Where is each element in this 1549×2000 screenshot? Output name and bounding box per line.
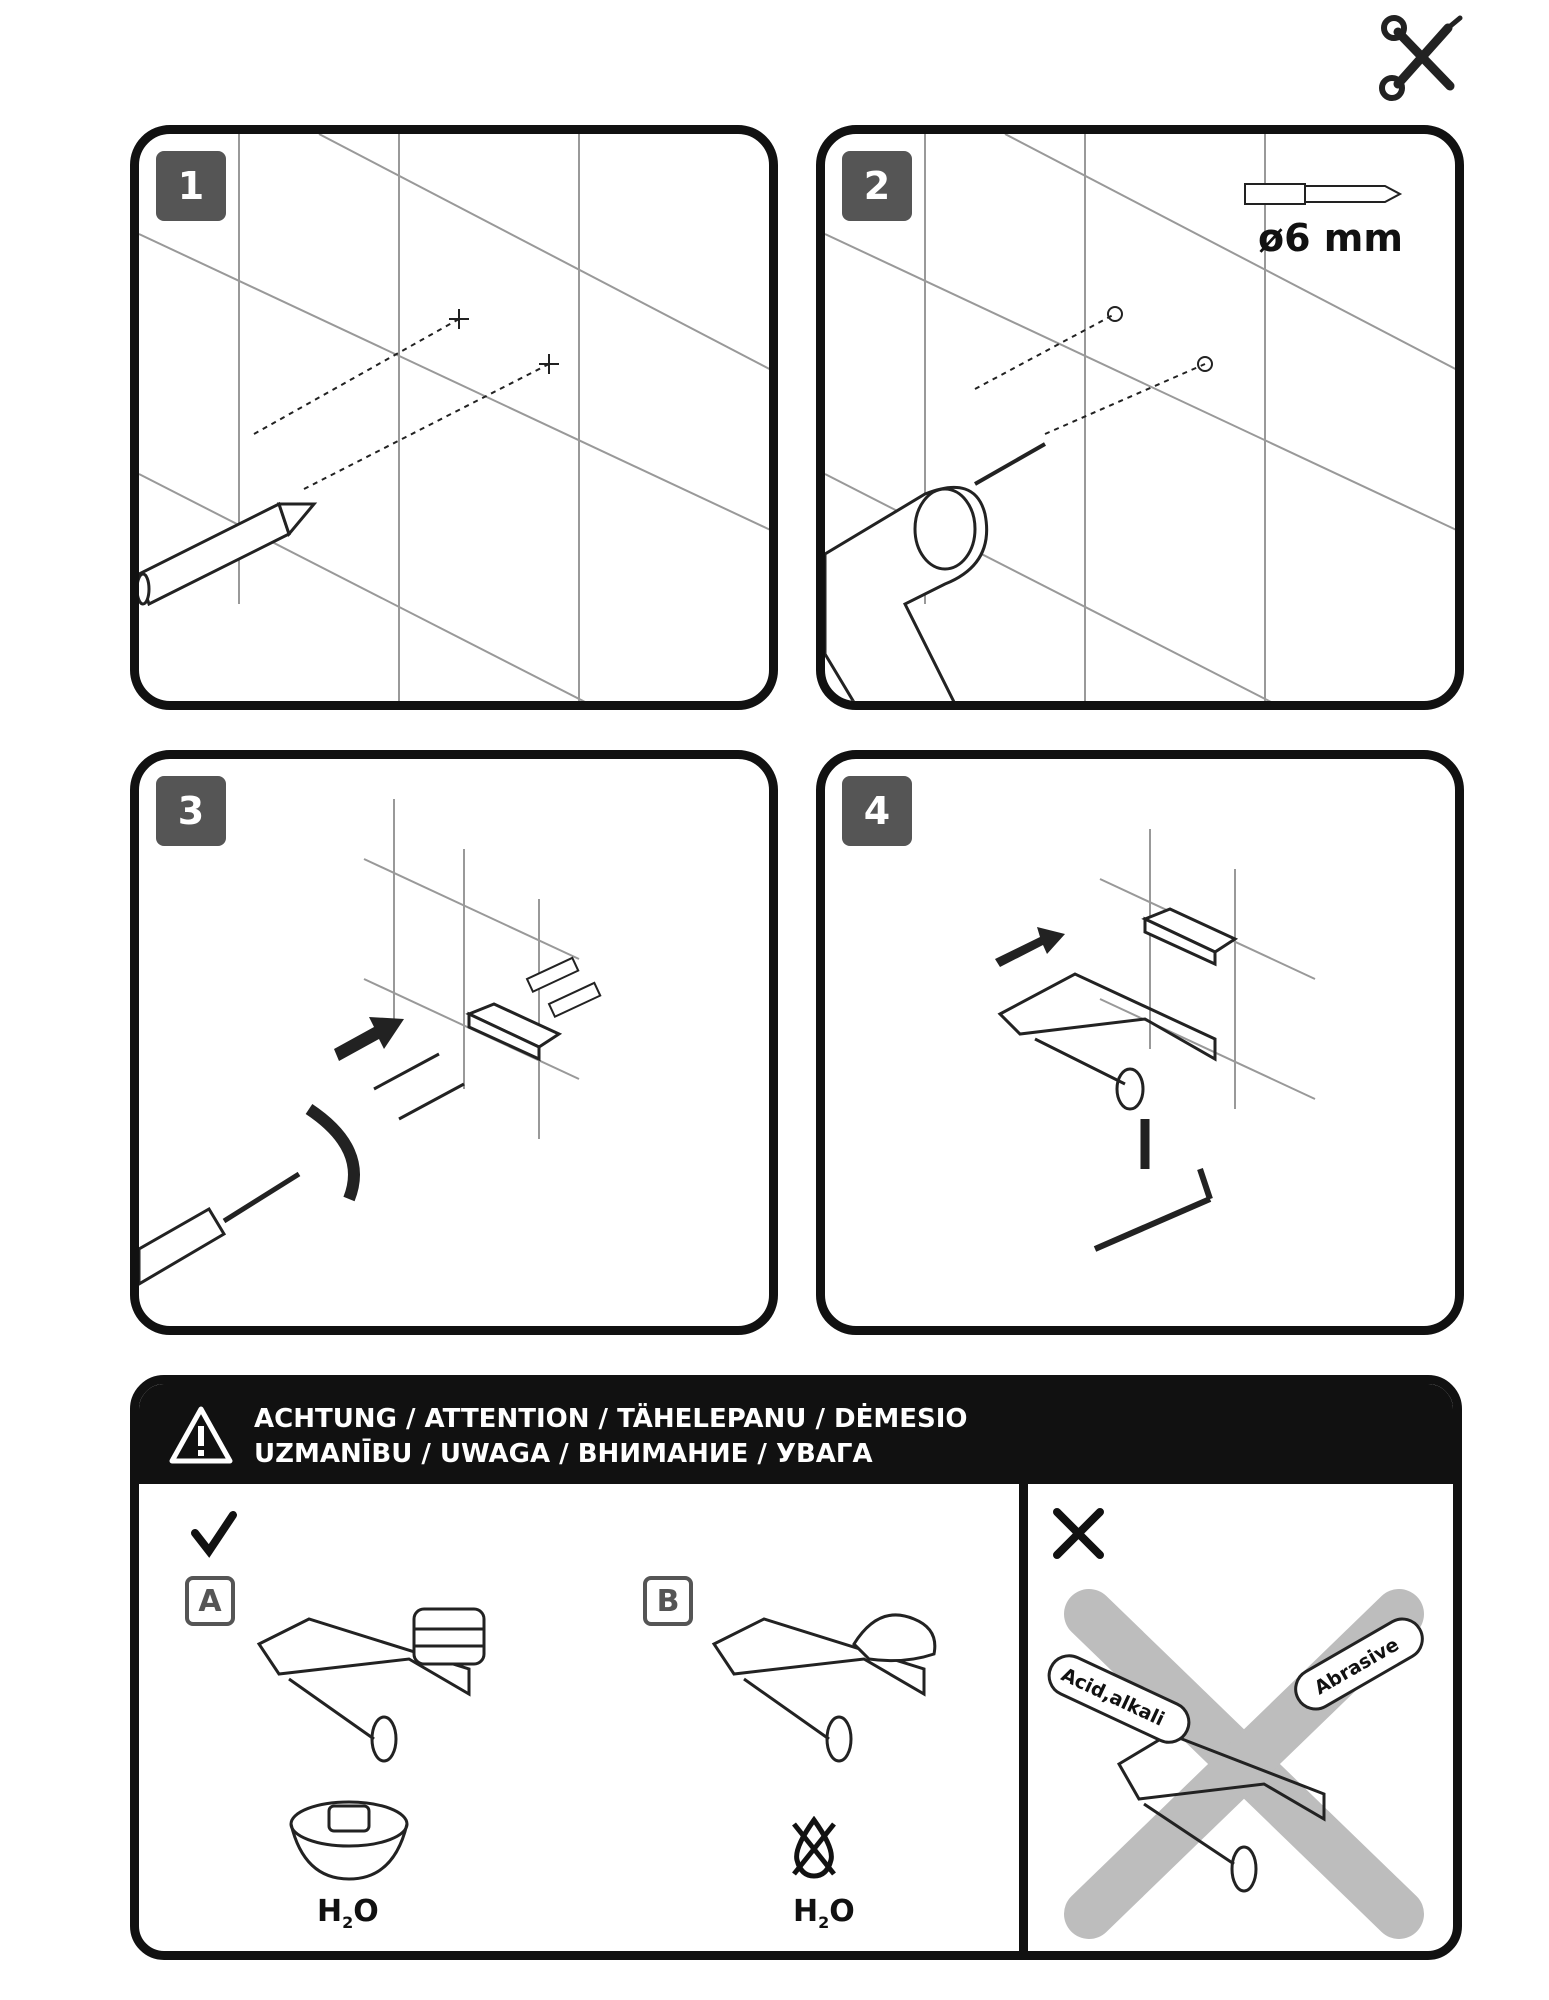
arrow-icon xyxy=(334,1017,404,1061)
option-b-illustration xyxy=(704,1574,984,1774)
mounting-bracket-icon xyxy=(469,1004,559,1059)
drill-bit-size-label: ø6 mm xyxy=(1258,216,1403,260)
rotate-arrow-icon xyxy=(309,1109,354,1199)
no-water-icon xyxy=(789,1816,839,1881)
water-label-b: H2O xyxy=(793,1894,855,1932)
warning-header: ACHTUNG / ATTENTION / TÄHELEPANU / DĖMES… xyxy=(139,1384,1453,1484)
check-icon xyxy=(189,1509,239,1559)
step-3-illustration xyxy=(139,759,778,1329)
option-b-badge: B xyxy=(643,1576,693,1626)
step-4-panel: 4 xyxy=(816,750,1464,1335)
option-a-badge: A xyxy=(185,1576,235,1626)
step-4-illustration xyxy=(825,759,1464,1329)
step-2-number: 2 xyxy=(842,151,912,221)
wall-plug-icon xyxy=(527,958,600,1017)
warning-text-line-2: UZMANĪBU / UWAGA / ВНИМАНИЕ / УВАГА xyxy=(254,1439,873,1469)
step-3-number: 3 xyxy=(156,776,226,846)
water-label-a: H2O xyxy=(317,1894,379,1932)
drill-icon xyxy=(825,444,1045,704)
cloth-icon xyxy=(854,1615,935,1661)
paper-holder-icon xyxy=(1000,974,1215,1109)
mounting-bracket-icon xyxy=(1145,909,1235,964)
warning-divider xyxy=(1019,1484,1028,1960)
option-a-illustration xyxy=(249,1574,569,1774)
step-1-illustration xyxy=(139,134,778,704)
warning-triangle-icon xyxy=(169,1406,233,1464)
allen-key-icon xyxy=(1095,1169,1210,1249)
sponge-icon xyxy=(414,1609,484,1664)
step-1-panel: 1 xyxy=(130,125,778,710)
step-3-panel: 3 xyxy=(130,750,778,1335)
forbidden-illustration: Acid,alkali Abrasive xyxy=(1039,1584,1462,1960)
water-bowl-icon xyxy=(284,1794,414,1884)
wrench-screwdriver-icon xyxy=(1378,14,1468,104)
target-mark-icon xyxy=(449,309,559,374)
step-1-number: 1 xyxy=(156,151,226,221)
screw-icon xyxy=(374,1054,464,1119)
cross-icon xyxy=(1051,1506,1106,1561)
screwdriver-icon xyxy=(139,1174,299,1284)
warning-section: ACHTUNG / ATTENTION / TÄHELEPANU / DĖMES… xyxy=(130,1375,1462,1960)
drill-bit-icon xyxy=(1245,184,1400,204)
warning-text-line-1: ACHTUNG / ATTENTION / TÄHELEPANU / DĖMES… xyxy=(254,1404,968,1434)
step-2-panel: 2 ø6 mm xyxy=(816,125,1464,710)
step-4-number: 4 xyxy=(842,776,912,846)
arrow-icon xyxy=(995,927,1065,967)
